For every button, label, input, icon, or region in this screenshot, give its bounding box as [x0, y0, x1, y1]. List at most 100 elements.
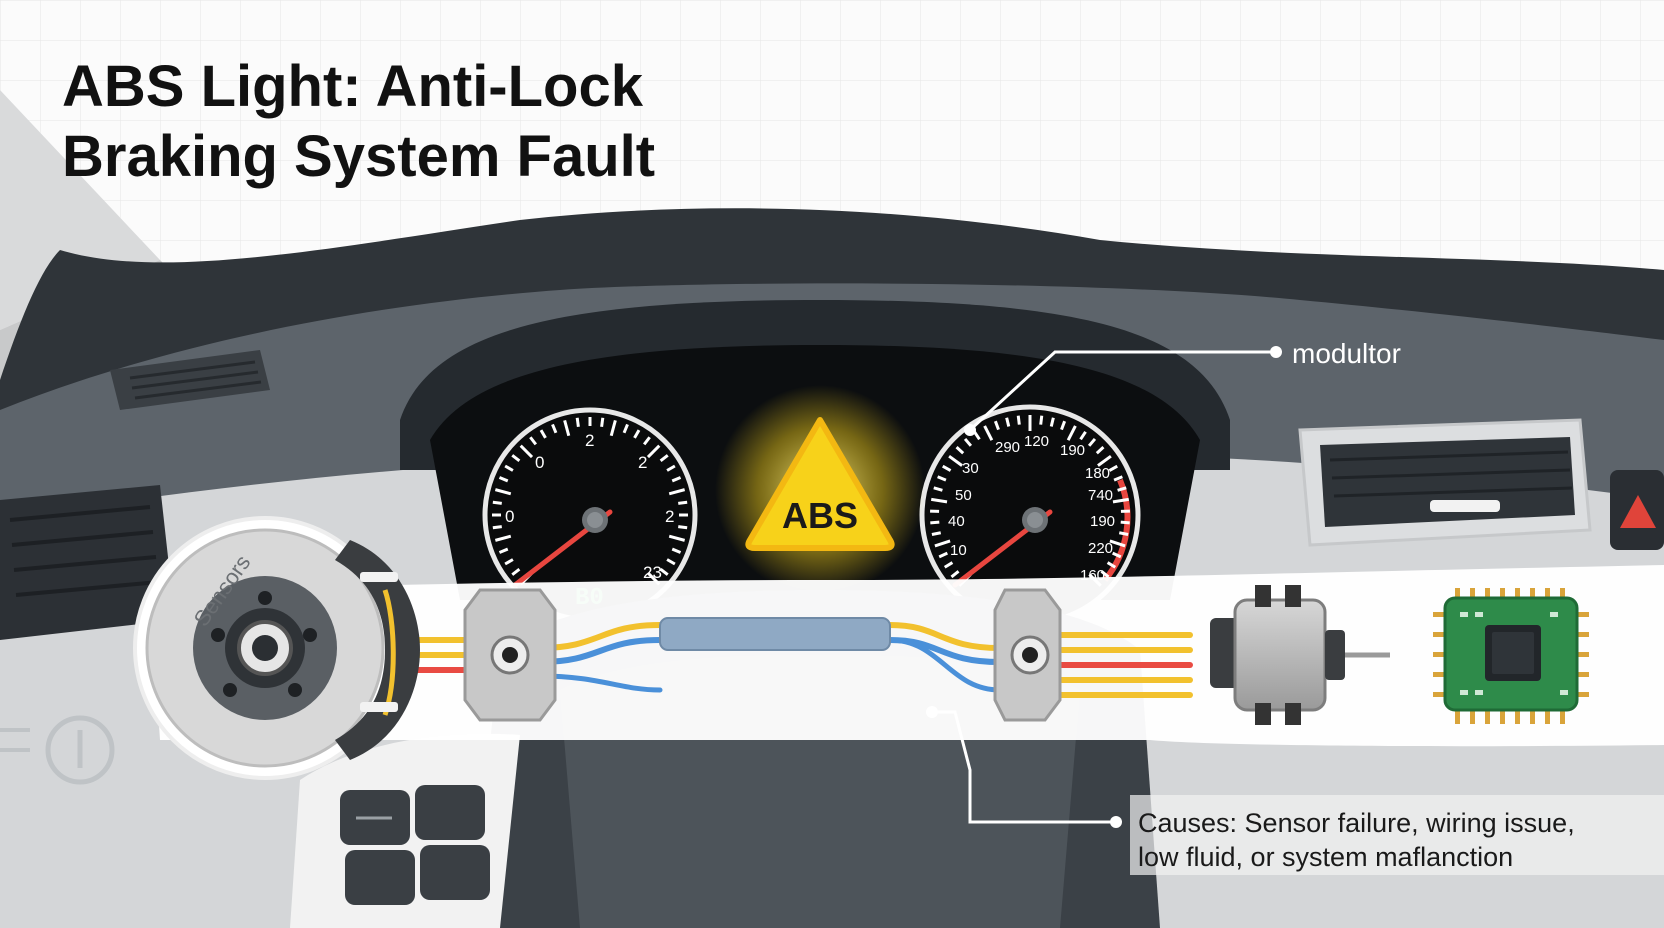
pcb-pin [1470, 706, 1475, 724]
right-gauge-tick: 190 [1090, 513, 1115, 530]
gauge-tick-mark [1113, 475, 1123, 482]
causes-callout: Causes: Sensor failure, wiring issue, lo… [926, 706, 1664, 875]
gauge-tick-mark [1117, 486, 1127, 492]
pcb-pin [1485, 588, 1490, 602]
gauge-tick-mark [668, 488, 686, 496]
gauge-tick-mark [1100, 570, 1110, 579]
left-gauge-tick: 2 [638, 453, 647, 472]
gauge-tick-mark [1079, 431, 1087, 441]
pcb-pin [1560, 588, 1565, 602]
gauge-tick-mark [1112, 551, 1122, 559]
gauge-tick-mark [933, 486, 943, 492]
right-gauge-tick: 290 [995, 439, 1020, 456]
pcb-pin [1455, 706, 1460, 724]
gauge-tick-mark [498, 547, 509, 554]
pcb-pin [1433, 692, 1447, 697]
abs-modulator [1210, 585, 1390, 725]
gauge-tick-mark [942, 464, 952, 472]
causes-line-1: Causes: Sensor failure, wiring issue, [1138, 808, 1575, 838]
gauge-tick-mark [551, 423, 558, 434]
gauge-tick-mark [1060, 420, 1067, 431]
gauge-tick-mark [504, 558, 514, 566]
gauge-tick-mark [492, 525, 502, 530]
pcb-pin [1530, 706, 1535, 724]
modulator-callout: modultor [964, 338, 1401, 436]
gauge-tick-mark [1097, 455, 1112, 467]
left-control-knob [45, 715, 115, 785]
gauge-tick-mark [930, 497, 948, 504]
left-gauge-tick: 0 [505, 507, 514, 526]
pcb-pin [1433, 672, 1447, 677]
gauge-tick-mark [511, 454, 521, 463]
right-air-vent [1320, 437, 1575, 527]
right-gauge-tick: 120 [1024, 433, 1049, 450]
gauge-tick-mark [678, 500, 688, 505]
gauge-tick-mark [993, 420, 1000, 431]
gauge-tick-mark [646, 444, 661, 459]
gauge-tick-mark [659, 567, 669, 576]
gauge-tick-mark [659, 454, 669, 463]
gauge-tick-mark [609, 419, 617, 437]
left-gauge-tick: 0 [535, 453, 544, 472]
gauge-tick-mark [1109, 539, 1126, 548]
right-wire-connector [993, 588, 1062, 722]
gauge-tick-mark [931, 531, 942, 536]
steering-button [420, 845, 490, 900]
gauge-tick-mark [1118, 531, 1129, 536]
abs-warning-label: ABS [782, 495, 858, 536]
left-wire-connector [463, 588, 557, 722]
right-gauge-redline [1102, 478, 1131, 582]
gauge-tick-mark [504, 464, 514, 472]
gauge-tick-mark [963, 437, 973, 447]
gauge-tick-mark [983, 425, 994, 441]
pcb-pin [1500, 706, 1505, 724]
pcb-pin [1455, 588, 1460, 602]
right-gauge-tick: 220 [1088, 540, 1113, 557]
left-gauge-tick: 2 [585, 431, 594, 450]
pcb-pin [1433, 612, 1447, 617]
gauge-tick-mark [1016, 415, 1021, 425]
brake-caliper [335, 540, 420, 760]
right-gauge-tick: 10 [950, 542, 967, 559]
gauge-tick-mark [943, 561, 954, 569]
gauge-tick-mark [642, 436, 651, 446]
gauge-tick-mark [563, 419, 571, 437]
pcb-pin [1500, 588, 1505, 602]
pcb-pin [1485, 706, 1490, 724]
pcb-pin [1433, 632, 1447, 637]
gauge-tick-mark [529, 436, 538, 446]
gauge-tick-mark [671, 476, 682, 483]
gauge-tick-mark [948, 455, 963, 467]
gauge-tick-mark [973, 431, 981, 441]
gauge-tick-mark [1112, 497, 1130, 504]
right-gauge-tick: 40 [948, 513, 965, 530]
page-title-line-1: ABS Light: Anti-Lock [62, 54, 644, 119]
gauge-tick-mark [950, 570, 960, 579]
right-gauge-tick: 50 [955, 487, 972, 504]
gauge-tick-mark [1039, 415, 1044, 425]
gauge-tick-mark [494, 534, 512, 542]
pcb-pin [1575, 692, 1589, 697]
gauge-tick-mark [1106, 561, 1117, 569]
gauge-tick-mark [938, 551, 948, 559]
gauge-tick-mark [1066, 425, 1077, 441]
causes-line-2: low fluid, or system maflanction [1138, 842, 1513, 872]
gauge-tick-mark [539, 429, 547, 439]
gauge-tick-mark [600, 417, 605, 427]
pcb-pin [1515, 706, 1520, 724]
pcb-pin [1575, 672, 1589, 677]
gauge-tick-mark [1005, 417, 1011, 427]
right-gauge-tick: 740 [1088, 487, 1113, 504]
gauge-tick-mark [955, 446, 965, 455]
pcb-pin [1575, 632, 1589, 637]
gauge-tick-mark [1120, 520, 1130, 525]
gauge-tick-mark [934, 539, 951, 548]
gauge-tick-mark [492, 500, 502, 505]
hazard-triangle-icon [1620, 495, 1656, 528]
gauge-tick-mark [633, 429, 641, 439]
gauge-tick-mark [666, 464, 676, 472]
gauge-tick-mark [519, 444, 534, 459]
steering-button [345, 850, 415, 905]
